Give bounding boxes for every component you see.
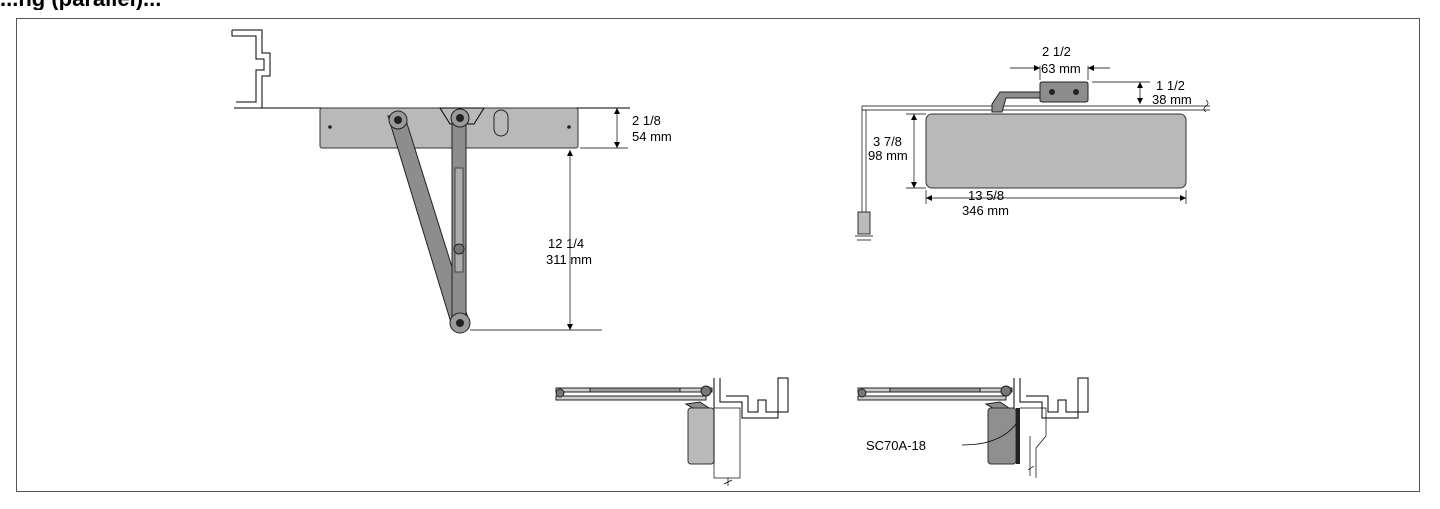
- part-callout-label: SC70A-18: [866, 438, 926, 453]
- forearm: [449, 108, 471, 334]
- dim-shoe-width-mm: 63 mm: [1041, 61, 1081, 76]
- dim-shoe-height-in: 1 1/2: [1156, 78, 1185, 93]
- dim-shoe-height-mm: 38 mm: [1152, 92, 1192, 107]
- section-view-left: [555, 377, 789, 486]
- dim-arm-length-in: 12 1/4: [548, 236, 584, 251]
- title-strip: ...ng (parallel)...: [0, 0, 1440, 10]
- page-title-fragment: ...ng (parallel)...: [0, 0, 161, 10]
- closer-front-view: [855, 81, 1210, 241]
- dim-body-height: 3 7/8 98 mm: [868, 113, 926, 189]
- dim-top-height-in: 2 1/8: [632, 113, 661, 128]
- dim-shoe-width: 2 1/2 63 mm: [1010, 44, 1110, 80]
- dim-body-length: 13 5/8 346 mm: [925, 188, 1187, 218]
- dim-shoe-width-in: 2 1/2: [1042, 44, 1071, 59]
- dim-arm-length: 12 1/4 311 mm: [470, 150, 602, 331]
- dim-body-length-in: 13 5/8: [968, 188, 1004, 203]
- drawing-frame: [16, 18, 1420, 492]
- dim-body-length-mm: 346 mm: [962, 203, 1009, 218]
- frame-profile-top-left: [231, 29, 271, 109]
- section-view-right: SC70A-18: [857, 377, 1089, 478]
- dim-top-height: 2 1/8 54 mm: [580, 108, 672, 149]
- dim-body-height-in: 3 7/8: [873, 134, 902, 149]
- closer-body-top: [319, 107, 579, 149]
- dim-arm-length-mm: 311 mm: [546, 252, 592, 267]
- dim-top-height-mm: 54 mm: [632, 129, 672, 144]
- dim-shoe-height: 1 1/2 38 mm: [1092, 78, 1192, 107]
- dim-body-height-mm: 98 mm: [868, 148, 908, 163]
